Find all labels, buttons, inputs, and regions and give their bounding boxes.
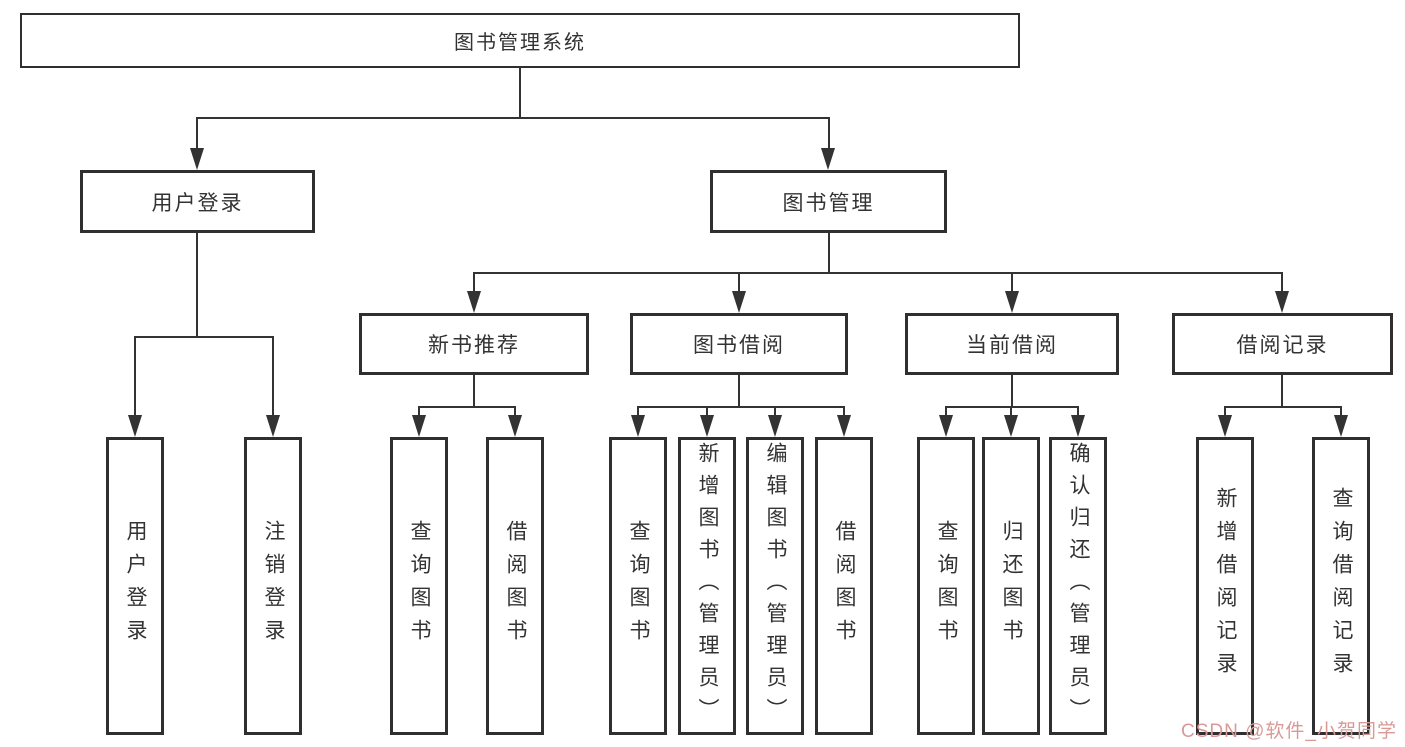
leaf-query-borrow-record-label: 查询借阅记录 [1330,487,1354,685]
leaf-logout: 注销登录 [244,437,302,735]
connector-root-stem [519,68,521,119]
node-user-login: 用户登录 [80,170,315,233]
connector-current-bus [945,406,1079,408]
node-current-borrowing: 当前借阅 [905,313,1119,375]
leaf-borrow-books-borrowing-label: 借阅图书 [833,520,857,652]
connector-records-bus [1224,406,1342,408]
node-root: 图书管理系统 [20,13,1020,68]
connector-drop-leaf-logout [272,336,274,421]
connector-drop-book-management [828,117,830,153]
arrow-down-icon [1071,415,1085,437]
leaf-query-books-borrowing: 查询图书 [609,437,667,735]
connector-drop-new-book [473,272,475,296]
leaf-edit-book-admin: 编辑图书（管理员） [746,437,804,735]
connector-drop [514,406,516,420]
node-book-borrowing: 图书借阅 [630,313,848,375]
leaf-add-book-admin-label: 新增图书（管理员） [696,442,720,730]
connector-borrowing-bus [637,406,845,408]
connector-drop [843,406,845,420]
leaf-user-login-label: 用户登录 [124,520,148,652]
connector-drop [706,406,708,420]
connector-drop-book-borrowing [738,272,740,296]
arrow-down-icon [732,291,746,313]
leaf-query-books-recommend-label: 查询图书 [408,520,432,652]
leaf-confirm-return-admin-label: 确认归还（管理员） [1067,442,1091,730]
arrow-down-icon [837,415,851,437]
node-book-management: 图书管理 [710,170,947,233]
arrow-down-icon [1334,415,1348,437]
connector-drop [945,406,947,420]
arrow-down-icon [631,415,645,437]
connector-user-bus [134,336,274,338]
connector-records-stem [1281,375,1283,408]
connector-drop [1340,406,1342,420]
arrow-down-icon [768,415,782,437]
leaf-query-borrow-record: 查询借阅记录 [1312,437,1370,735]
leaf-query-books-current: 查询图书 [917,437,975,735]
node-new-book-recommendation: 新书推荐 [359,313,589,375]
connector-drop [1224,406,1226,420]
arrow-down-icon [412,415,426,437]
arrow-down-icon [821,148,835,170]
leaf-confirm-return-admin: 确认归还（管理员） [1049,437,1107,735]
connector-drop [1010,406,1012,420]
leaf-logout-label: 注销登录 [262,520,286,652]
arrow-down-icon [700,415,714,437]
arrow-down-icon [508,415,522,437]
watermark: CSDN @软件_小贺同学 [1181,721,1397,742]
leaf-borrow-books-borrowing: 借阅图书 [815,437,873,735]
leaf-edit-book-admin-label: 编辑图书（管理员） [764,442,788,730]
connector-drop [418,406,420,420]
connector-borrowing-stem [738,375,740,408]
arrow-down-icon [1005,291,1019,313]
leaf-query-books-borrowing-label: 查询图书 [627,520,651,652]
connector-drop [774,406,776,420]
arrow-down-icon [1218,415,1232,437]
leaf-return-books-label: 归还图书 [1000,520,1024,652]
connector-root-bus [196,117,830,119]
leaf-add-borrow-record: 新增借阅记录 [1196,437,1254,735]
connector-newbook-bus [418,406,516,408]
connector-newbook-stem [473,375,475,408]
arrow-down-icon [128,415,142,437]
leaf-add-book-admin: 新增图书（管理员） [678,437,736,735]
arrow-down-icon [939,415,953,437]
arrow-down-icon [1275,291,1289,313]
leaf-borrow-books-recommend: 借阅图书 [486,437,544,735]
leaf-user-login: 用户登录 [106,437,164,735]
leaf-borrow-books-recommend-label: 借阅图书 [504,520,528,652]
connector-mgmt-stem [828,233,830,274]
connector-drop-user-login [196,117,198,153]
leaf-return-books: 归还图书 [982,437,1040,735]
arrow-down-icon [1004,415,1018,437]
connector-drop [637,406,639,420]
connector-l3-bus [473,272,1283,274]
arrow-down-icon [190,148,204,170]
leaf-add-borrow-record-label: 新增借阅记录 [1214,487,1238,685]
node-borrowing-records: 借阅记录 [1172,313,1393,375]
connector-user-stem [196,233,198,338]
arrow-down-icon [467,291,481,313]
connector-drop [1077,406,1079,420]
leaf-query-books-recommend: 查询图书 [390,437,448,735]
connector-drop-leaf-user-login [134,336,136,421]
connector-drop-current-borrowing [1011,272,1013,296]
leaf-query-books-current-label: 查询图书 [935,520,959,652]
connector-drop-borrowing-records [1281,272,1283,296]
connector-current-stem [1011,375,1013,408]
arrow-down-icon [266,415,280,437]
